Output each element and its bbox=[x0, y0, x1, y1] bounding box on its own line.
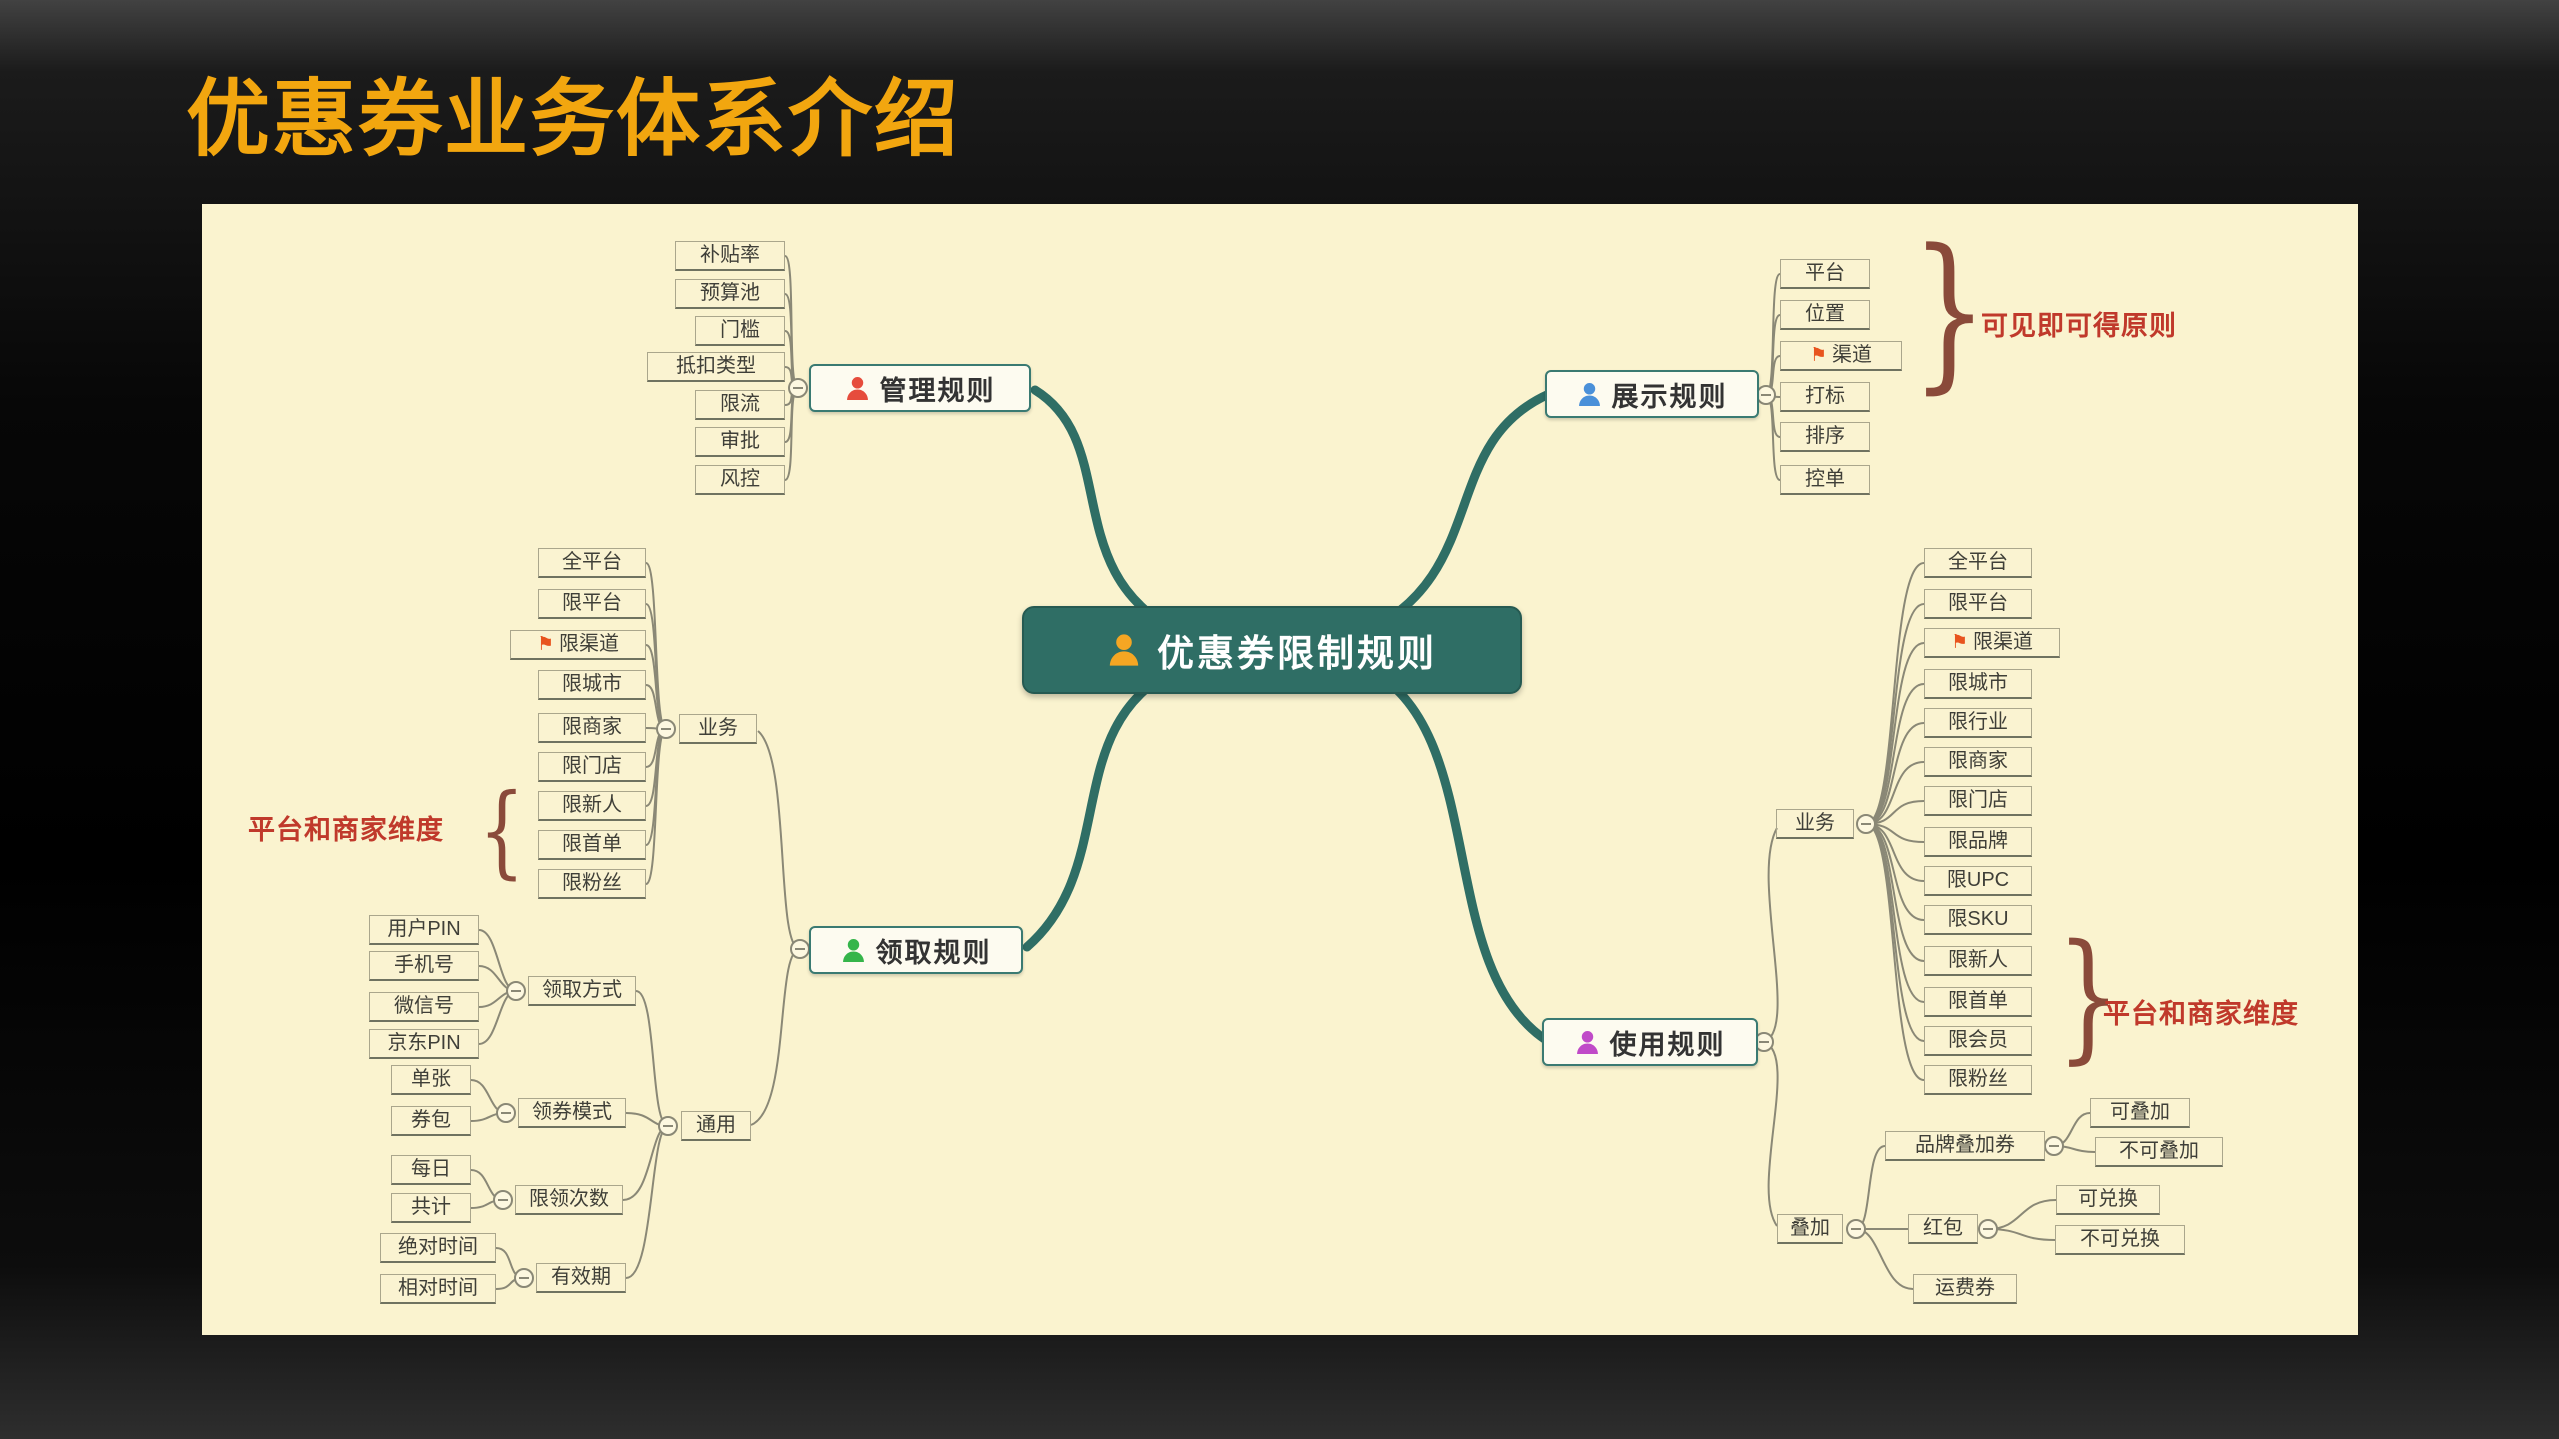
leaf-node: 限新人 bbox=[538, 791, 646, 821]
leaf-node: 可叠加 bbox=[2090, 1098, 2190, 1128]
leaf-node: 限流 bbox=[695, 390, 785, 420]
brace-right: } bbox=[1910, 213, 1988, 409]
leaf-node: 门槛 bbox=[695, 316, 785, 346]
annotation-display-principle: 可见即可得原则 bbox=[1981, 311, 2177, 341]
collapse-markers bbox=[493, 378, 2064, 1288]
leaf-node: 控单 bbox=[1780, 465, 1870, 495]
leaf-node: 可兑换 bbox=[2056, 1185, 2160, 1215]
page-title: 优惠券业务体系介绍 bbox=[186, 72, 961, 166]
leaf-node: 限会员 bbox=[1924, 1026, 2032, 1056]
leaf-node: 相对时间 bbox=[380, 1274, 496, 1304]
coupon-rules-mindmap: 优惠券限制规则 管理规则 展示规则 领取规则 使用规则 补贴率 预算池 门槛 抵… bbox=[202, 204, 2358, 1335]
central-branch-curves bbox=[1022, 385, 1554, 1045]
leaf-node: 限新人 bbox=[1924, 946, 2032, 976]
central-topic: 优惠券限制规则 bbox=[1022, 606, 1522, 694]
leaf-node: 绝对时间 bbox=[380, 1233, 496, 1263]
brace-left: { bbox=[478, 772, 525, 889]
leaf-node: ⚑限渠道 bbox=[510, 630, 646, 660]
leaf-node: 京东PIN bbox=[369, 1029, 479, 1059]
branch-label: 使用规则 bbox=[1609, 1029, 1726, 1060]
leaf-node: ⚑限渠道 bbox=[1924, 628, 2060, 658]
branch-usage-rules: 使用规则 bbox=[1542, 1018, 1758, 1066]
leaf-node: 限门店 bbox=[538, 752, 646, 782]
person-icon bbox=[1575, 1030, 1600, 1055]
receive-business-node: 业务 bbox=[679, 714, 757, 744]
branch-label: 领取规则 bbox=[875, 937, 992, 968]
flag-icon: ⚑ bbox=[536, 634, 555, 655]
leaf-node: 限商家 bbox=[1924, 747, 2032, 777]
branch-display-rules: 展示规则 bbox=[1545, 370, 1759, 418]
flag-icon: ⚑ bbox=[1950, 632, 1969, 653]
leaf-node: 手机号 bbox=[369, 951, 479, 981]
leaf-node: 限商家 bbox=[538, 713, 646, 743]
leaf-node: 共计 bbox=[391, 1193, 471, 1223]
stack-redpacket-node: 红包 bbox=[1908, 1214, 1978, 1244]
leaf-node: 限首单 bbox=[1924, 987, 2032, 1017]
connector-layer bbox=[470, 255, 2096, 1290]
leaf-node: ⚑渠道 bbox=[1780, 341, 1902, 371]
leaf-label: 限渠道 bbox=[1973, 631, 2034, 653]
leaf-node: 平台 bbox=[1780, 259, 1870, 289]
leaf-node: 微信号 bbox=[369, 992, 479, 1022]
receive-general-node: 通用 bbox=[681, 1111, 751, 1141]
receive-mode-node: 领券模式 bbox=[518, 1098, 626, 1128]
leaf-node: 单张 bbox=[391, 1065, 471, 1095]
leaf-node: 每日 bbox=[391, 1155, 471, 1185]
branch-receive-rules: 领取规则 bbox=[809, 926, 1023, 974]
leaf-node: 位置 bbox=[1780, 300, 1870, 330]
leaf-label: 限渠道 bbox=[559, 633, 620, 655]
person-icon bbox=[1107, 633, 1141, 667]
leaf-node: 限门店 bbox=[1924, 786, 2032, 816]
stack-brand-node: 品牌叠加券 bbox=[1885, 1131, 2045, 1161]
leaf-node: 风控 bbox=[695, 465, 785, 495]
person-icon bbox=[1577, 382, 1602, 407]
leaf-node: 排序 bbox=[1780, 422, 1870, 452]
leaf-node: 限城市 bbox=[1924, 669, 2032, 699]
usage-business-node: 业务 bbox=[1776, 809, 1854, 839]
branch-label: 展示规则 bbox=[1611, 381, 1728, 412]
leaf-node: 全平台 bbox=[1924, 548, 2032, 578]
leaf-node: 全平台 bbox=[538, 548, 646, 578]
leaf-node: 不可兑换 bbox=[2055, 1225, 2185, 1255]
leaf-label: 渠道 bbox=[1832, 344, 1873, 366]
annotation-platform-merchant-dim: 平台和商家维度 bbox=[2103, 999, 2299, 1029]
leaf-node: 限平台 bbox=[538, 589, 646, 619]
leaf-node: 抵扣类型 bbox=[647, 352, 785, 382]
leaf-node: 限粉丝 bbox=[538, 869, 646, 899]
receive-validity-node: 有效期 bbox=[536, 1263, 626, 1293]
person-icon bbox=[841, 938, 866, 963]
stack-freight-node: 运费券 bbox=[1913, 1274, 2017, 1304]
usage-stack-node: 叠加 bbox=[1777, 1214, 1843, 1244]
leaf-node: 限行业 bbox=[1924, 708, 2032, 738]
leaf-node: 券包 bbox=[391, 1106, 471, 1136]
leaf-node: 预算池 bbox=[675, 279, 785, 309]
leaf-node: 审批 bbox=[695, 427, 785, 457]
person-icon bbox=[845, 376, 870, 401]
leaf-node: 限品牌 bbox=[1924, 827, 2032, 857]
annotation-platform-merchant-dim: 平台和商家维度 bbox=[248, 815, 444, 845]
flag-icon: ⚑ bbox=[1809, 345, 1828, 366]
leaf-node: 限平台 bbox=[1924, 589, 2032, 619]
branch-management-rules: 管理规则 bbox=[809, 364, 1031, 412]
leaf-node: 限粉丝 bbox=[1924, 1065, 2032, 1095]
receive-method-node: 领取方式 bbox=[528, 976, 636, 1006]
leaf-node: 限首单 bbox=[538, 830, 646, 860]
central-topic-label: 优惠券限制规则 bbox=[1157, 633, 1437, 674]
leaf-node: 打标 bbox=[1780, 382, 1870, 412]
leaf-node: 限城市 bbox=[538, 670, 646, 700]
branch-label: 管理规则 bbox=[879, 375, 996, 406]
leaf-node: 限SKU bbox=[1924, 905, 2032, 935]
receive-limit-node: 限领次数 bbox=[515, 1185, 623, 1215]
brace-right: } bbox=[2056, 915, 2121, 1078]
leaf-node: 限UPC bbox=[1924, 866, 2032, 896]
leaf-node: 不可叠加 bbox=[2095, 1137, 2223, 1167]
leaf-node: 补贴率 bbox=[675, 241, 785, 271]
leaf-node: 用户PIN bbox=[369, 915, 479, 945]
